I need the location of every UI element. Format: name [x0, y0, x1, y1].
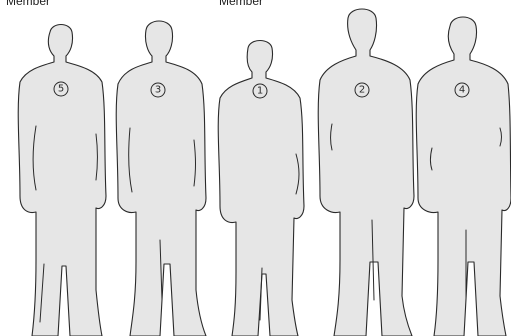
figure-5-number: 5 — [58, 84, 64, 95]
figure-5: 5 — [18, 25, 106, 336]
figure-4-number: 4 — [459, 85, 465, 96]
figure-1: 1 — [218, 41, 304, 336]
figure-4: 4 — [416, 17, 511, 336]
figure-3: 3 — [116, 21, 206, 336]
figure-2: 2 — [318, 9, 414, 336]
figure-3-number: 3 — [155, 85, 161, 96]
figure-2-number: 2 — [359, 85, 365, 96]
figure-1-number: 1 — [257, 86, 263, 97]
